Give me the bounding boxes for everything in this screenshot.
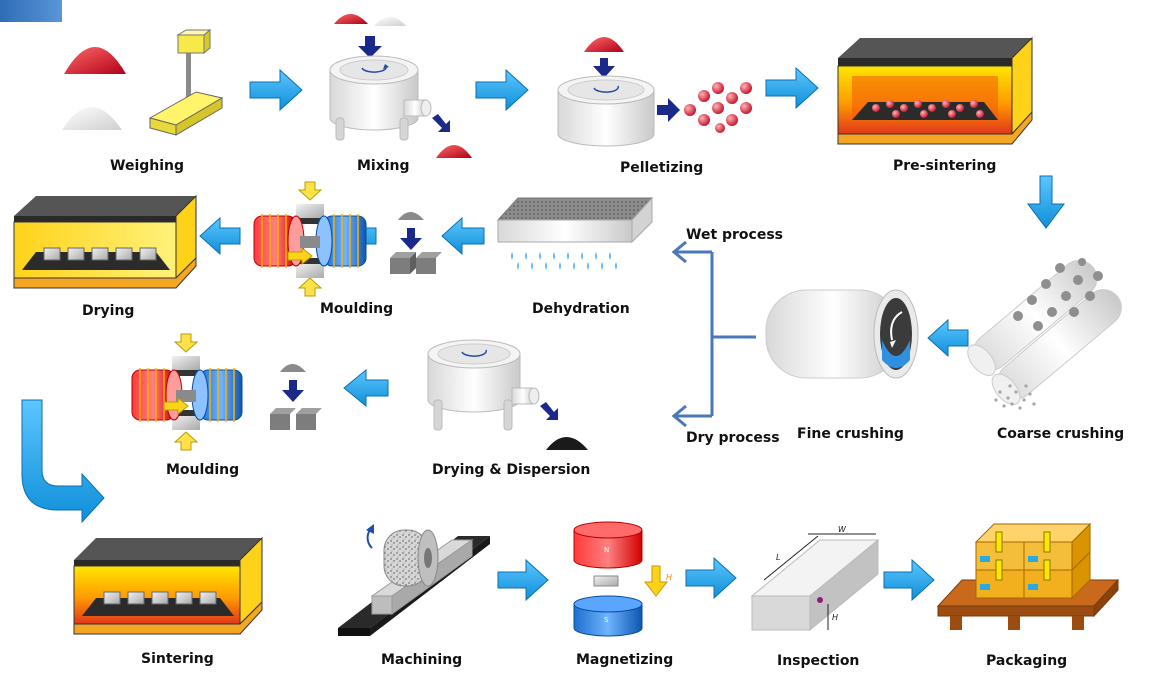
flow-arrow [765,66,819,110]
inspection-illustration: L W H [750,525,880,632]
step-label-weighing: Weighing [110,158,185,174]
step-label-fine-crushing: Fine crushing [797,426,904,442]
presintering-furnace [837,36,1033,145]
height-mark: H [832,613,838,622]
powder-to-blocks [390,212,442,274]
step-label-coarse-crushing: Coarse crushing [997,426,1125,442]
flow-arrow-left [441,216,485,256]
step-label-magnetizing: Magnetizing [576,652,674,668]
length-mark: L [776,553,780,562]
step-label-inspection: Inspection [777,653,860,669]
width-mark: W [838,525,847,534]
packaging-illustration [936,522,1120,630]
step-label-sintering: Sintering [141,651,214,667]
step-label-drying: Drying [82,303,135,319]
flow-arrow-left [199,216,241,256]
corner-tab [0,0,62,22]
coarse-crusher [967,258,1122,410]
branch-label-wet-process: Wet process [686,227,784,243]
flow-arrow [883,558,935,602]
ball-mill [765,289,919,379]
powder-to-blocks [270,364,322,430]
step-label-machining: Machining [381,652,463,668]
step-label-drying-dispersion: Drying & Dispersion [432,462,591,478]
machining-illustration [338,524,490,636]
branch-label-dry-process: Dry process [686,430,780,446]
step-label-presintering: Pre-sintering [893,158,997,174]
step-label-packaging: Packaging [986,653,1068,669]
moulding-press-dry [131,333,243,451]
flow-arrow [685,556,737,600]
flow-arrow-down [1027,175,1065,229]
mixer-illustration [329,14,472,158]
step-label-pelletizing: Pelletizing [620,160,704,176]
flow-arrow-left [343,368,389,408]
sintering-furnace [73,536,263,635]
step-label-mixing: Mixing [357,158,410,174]
magnetizing-illustration: N S H [573,521,672,637]
weighing-illustration [62,28,224,136]
flow-arrow [249,68,303,112]
moulding-press-wet [253,181,367,297]
drying-furnace [13,194,197,289]
north-pole-mark: N [604,546,609,554]
flow-arrow [475,68,529,112]
flow-arrow [497,558,549,602]
feed-arrow [358,36,382,58]
step-label-dehydration: Dehydration [532,301,630,317]
dehydration-illustration [496,196,654,270]
red-powder-pile [64,47,126,74]
flow-arrow-left [927,318,969,358]
south-pole-mark: S [604,616,609,624]
drying-dispersion-illustration [427,339,588,450]
step-label-moulding-dry: Moulding [166,462,240,478]
curved-flow-arrow [21,399,105,524]
pelletizer-illustration [557,37,752,147]
scale-post [186,50,191,98]
branch-lines [671,240,756,428]
white-powder-pile [62,107,122,130]
step-label-moulding-wet: Moulding [320,301,394,317]
field-mark: H [666,573,672,582]
